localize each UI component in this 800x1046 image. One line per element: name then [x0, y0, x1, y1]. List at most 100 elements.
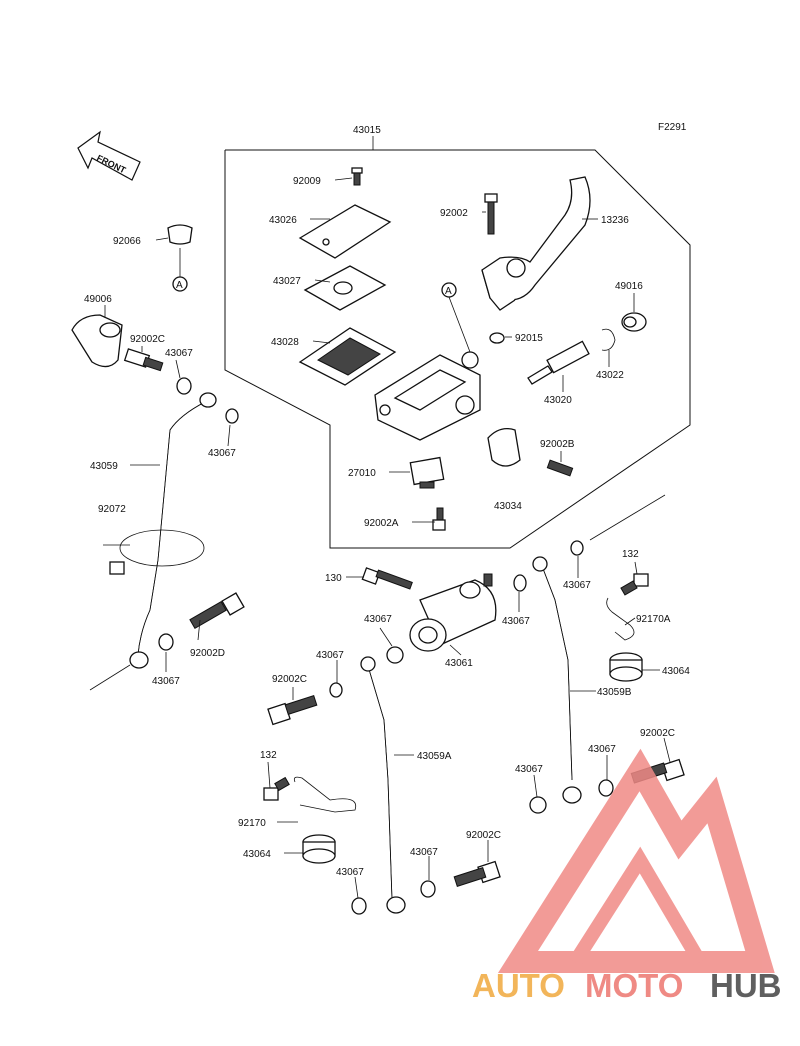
label-92002A: 92002A	[364, 518, 399, 529]
label-92009: 92009	[293, 176, 321, 187]
washer-bottom-left	[351, 897, 367, 915]
assembly-frame	[224, 149, 691, 549]
label-43067-5: 43067	[502, 616, 530, 627]
washer-left-bottom	[158, 633, 174, 651]
grommet-43064-left	[302, 834, 336, 864]
label-132-2: 132	[260, 750, 277, 761]
label-92002D: 92002D	[190, 648, 225, 659]
screw-92009	[351, 167, 363, 186]
figure-code: F2291	[658, 122, 687, 133]
banjo-bolt-bottom	[453, 860, 501, 888]
label-43067-11: 43067	[336, 867, 364, 878]
label-92015: 92015	[515, 333, 543, 344]
callout-a-right-letter: A	[445, 286, 452, 297]
watermark-logo-icon	[497, 748, 775, 973]
label-92002C-2: 92002C	[272, 674, 307, 685]
pivot-bolt-92002	[484, 193, 498, 235]
watermark-moto: MOTO	[585, 967, 683, 1004]
master-cylinder-body	[374, 351, 481, 441]
brake-hose-43059	[129, 392, 217, 669]
cap-92066	[167, 224, 193, 245]
label-27010: 27010	[348, 468, 376, 479]
bolt-132-left	[263, 776, 290, 801]
washer-right-bottom	[598, 779, 614, 797]
label-13236: 13236	[601, 215, 629, 226]
watermark-hub: HUB	[710, 967, 782, 1004]
screw-92002A	[432, 507, 446, 531]
leader-lines	[89, 136, 671, 899]
bolt-132-right	[620, 573, 649, 596]
label-43020: 43020	[544, 395, 572, 406]
washer-bottom-right	[529, 796, 547, 814]
clamp-43034	[487, 427, 521, 467]
label-43015: 43015	[353, 125, 381, 136]
band-92072	[109, 529, 205, 575]
label-92002C-4: 92002C	[466, 830, 501, 841]
bolt-92002B	[546, 459, 574, 477]
part-labels: F2291 43015 92009 43026 43027 43028 9200…	[84, 122, 690, 878]
front-arrow-icon: FRONT	[77, 130, 141, 181]
boot-49006	[71, 314, 123, 368]
circlip-43022	[601, 328, 616, 351]
brake-hose-43059B	[532, 556, 582, 804]
label-43059: 43059	[90, 461, 118, 472]
washer-center-1	[386, 646, 404, 664]
label-92002C-3: 92002C	[640, 728, 675, 739]
nut-92015	[489, 332, 505, 344]
label-92002B: 92002B	[540, 439, 575, 450]
label-132-1: 132	[622, 549, 639, 560]
label-43022: 43022	[596, 370, 624, 381]
label-43067-6: 43067	[563, 580, 591, 591]
label-49006: 49006	[84, 294, 112, 305]
callout-a-left-letter: A	[176, 280, 183, 291]
label-92002C-1: 92002C	[130, 334, 165, 345]
label-43067-7: 43067	[316, 650, 344, 661]
label-43026: 43026	[269, 215, 297, 226]
label-43064-1: 43064	[662, 666, 690, 677]
reservoir-cap-43026	[298, 204, 392, 259]
bolt-130	[361, 567, 413, 590]
label-43028: 43028	[271, 337, 299, 348]
label-43067-2: 43067	[208, 448, 236, 459]
washer-left-top	[176, 377, 192, 395]
label-43027: 43027	[273, 276, 301, 287]
banjo-bolt-left	[123, 348, 164, 372]
label-92072: 92072	[98, 504, 126, 515]
label-92170A: 92170A	[636, 614, 671, 625]
dust-boot-49016	[621, 312, 647, 332]
washer-right-top	[570, 540, 584, 556]
label-92002: 92002	[440, 208, 468, 219]
clamp-92170A	[606, 597, 635, 641]
label-43067-10: 43067	[410, 847, 438, 858]
washer-left-mid	[225, 408, 239, 424]
label-43067-4: 43067	[364, 614, 392, 625]
label-43067-1: 43067	[165, 348, 193, 359]
label-43067-9: 43067	[515, 764, 543, 775]
watermark-auto: AUTO	[472, 967, 565, 1004]
washer-bottom-center	[420, 880, 436, 898]
label-92066: 92066	[113, 236, 141, 247]
washer-center-left	[329, 682, 343, 698]
label-43064-2: 43064	[243, 849, 271, 860]
label-43067-3: 43067	[152, 676, 180, 687]
piston-kit-43020	[527, 340, 590, 385]
plate-43027	[303, 265, 387, 311]
label-130: 130	[325, 573, 342, 584]
grommet-43064-right	[609, 652, 643, 682]
switch-27010	[409, 456, 445, 489]
label-49016: 49016	[615, 281, 643, 292]
label-92170: 92170	[238, 818, 266, 829]
master-cylinder-43061	[409, 573, 497, 652]
diaphragm-43028	[298, 327, 397, 386]
clamp-92170	[293, 776, 357, 813]
label-43059B: 43059B	[597, 687, 632, 698]
washer-center-2	[513, 574, 527, 592]
brake-hose-43059A	[360, 656, 406, 914]
bolt-92002D	[189, 592, 245, 630]
label-43067-8: 43067	[588, 744, 616, 755]
watermark-text: AUTO MOTO HUB	[472, 967, 782, 1004]
label-43034: 43034	[494, 501, 522, 512]
label-43061: 43061	[445, 658, 473, 669]
